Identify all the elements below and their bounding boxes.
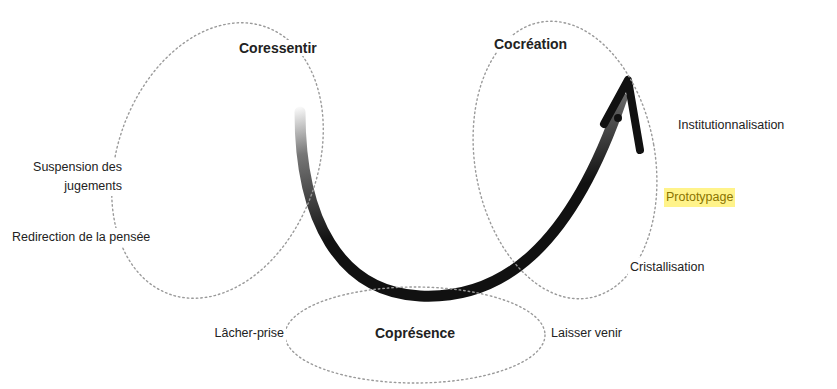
- phase-region: Coressentir: [105, 18, 330, 303]
- brush-curve: [300, 98, 622, 296]
- dotted-outline: [285, 287, 545, 383]
- step-label: Laisser venir: [549, 324, 624, 343]
- phase-heading: Coprésence: [373, 325, 457, 341]
- phase-heading: Coressentir: [237, 40, 319, 56]
- brush-arrowhead: [604, 80, 640, 150]
- phase-region: Coprésence: [283, 285, 547, 385]
- step-label: Cristallisation: [628, 258, 706, 277]
- brush-dot: [614, 114, 622, 122]
- dotted-ellipse: [105, 18, 330, 303]
- step-label: Prototypage: [664, 188, 735, 207]
- phase-heading: Cocréation: [492, 36, 569, 52]
- step-label: Lâcher-prise: [196, 324, 286, 343]
- step-label: Institutionnalisation: [676, 116, 786, 135]
- step-label: Redirection de la pensée: [10, 228, 152, 247]
- step-label: Suspension des jugements: [28, 158, 124, 196]
